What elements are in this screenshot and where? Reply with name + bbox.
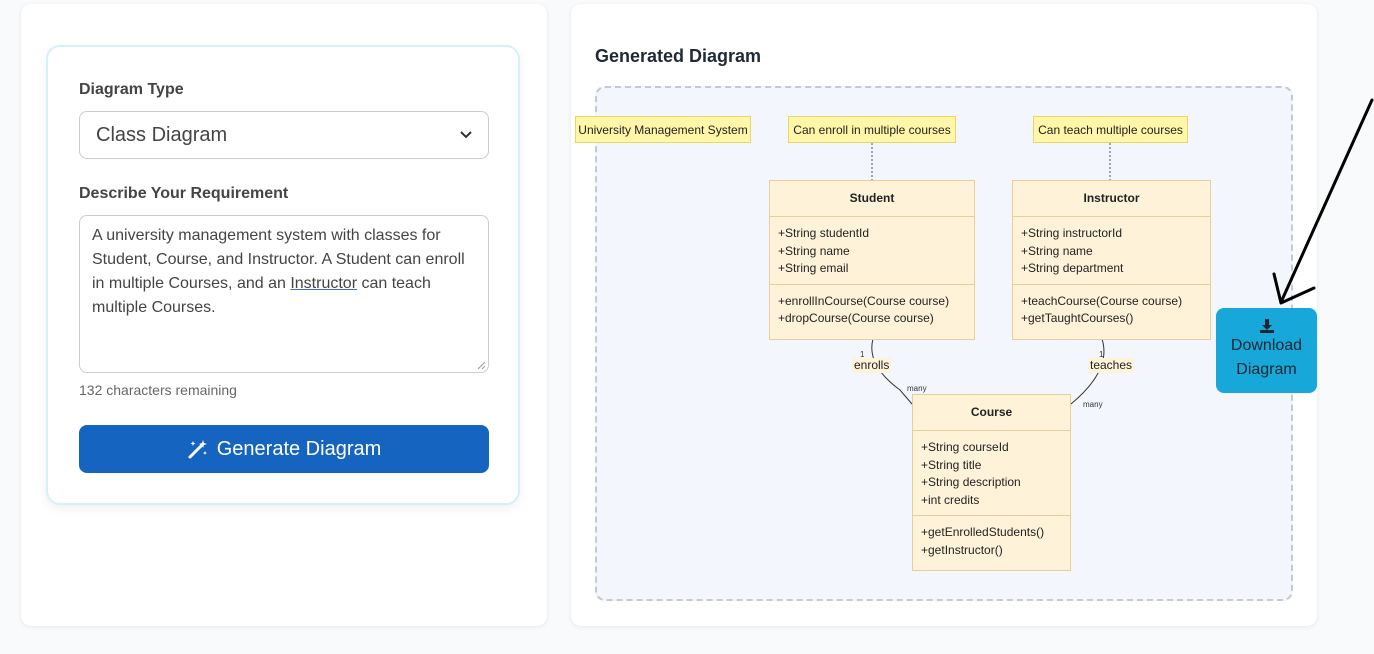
class-instructor: Instructor +String instructorId +String … (1012, 180, 1211, 340)
class-course: Course +String courseId +String title +S… (912, 394, 1071, 571)
relation-teaches-label: teaches (1088, 358, 1135, 373)
class-attributes: +String instructorId +String name +Strin… (1013, 217, 1210, 285)
magic-wand-icon (188, 440, 207, 459)
operation: +enrollInCourse(Course course) (778, 293, 950, 308)
operation: +dropCourse(Course course) (778, 311, 934, 325)
operation: +getEnrolledStudents() (921, 525, 1045, 539)
operation: +getTaughtCourses() (1021, 311, 1134, 325)
operation: +getInstructor() (921, 542, 1003, 557)
class-operations: +getEnrolledStudents() +getInstructor() (913, 516, 1070, 567)
diagram-type-select[interactable]: Class Diagram (79, 111, 489, 159)
generate-diagram-button[interactable]: Generate Diagram (79, 425, 489, 473)
class-student: Student +String studentId +String name +… (769, 180, 975, 340)
relation-teaches-from-mult: 1 (1099, 350, 1104, 359)
attribute: +String email (778, 261, 849, 275)
attribute: +String name (1021, 243, 1093, 258)
class-attributes: +String courseId +String title +String d… (913, 431, 1070, 516)
characters-remaining: 132 characters remaining (79, 382, 237, 398)
diagram-type-label: Diagram Type (79, 81, 184, 98)
download-icon (1259, 319, 1274, 333)
relation-teaches-to-mult: many (1083, 400, 1103, 409)
note-system: University Management System (575, 116, 751, 143)
class-name: Instructor (1013, 181, 1210, 217)
diagram-title: Generated Diagram (595, 46, 762, 66)
note-student: Can enroll in multiple courses (788, 116, 956, 143)
attribute: +String studentId (778, 226, 870, 240)
generate-diagram-label: Generate Diagram (216, 437, 382, 460)
attribute: +String courseId (921, 440, 1009, 454)
attribute: +int credits (921, 492, 980, 507)
requirement-textarea[interactable]: A university management system with clas… (79, 215, 489, 373)
requirement-text: A university management system with clas… (92, 227, 465, 316)
attribute: +String instructorId (1021, 226, 1123, 240)
attribute: +String department (1021, 261, 1124, 275)
class-operations: +enrollInCourse(Course course) +dropCour… (770, 285, 974, 336)
note-instructor: Can teach multiple courses (1033, 116, 1188, 143)
attribute: +String name (778, 243, 850, 258)
attribute: +String description (921, 475, 1021, 489)
class-name: Course (913, 395, 1070, 431)
class-operations: +teachCourse(Course course) +getTaughtCo… (1013, 285, 1210, 336)
relation-enrolls-label: enrolls (852, 358, 892, 373)
resize-grip-icon[interactable] (476, 360, 486, 370)
class-name: Student (770, 181, 974, 217)
attribute: +String title (921, 457, 982, 472)
class-attributes: +String studentId +String name +String e… (770, 217, 974, 285)
operation: +teachCourse(Course course) (1021, 293, 1183, 308)
download-diagram-label: Download Diagram (1230, 337, 1303, 378)
chevron-down-icon (460, 131, 472, 139)
relation-enrolls-from-mult: 1 (860, 350, 865, 359)
diagram-type-value: Class Diagram (96, 124, 228, 146)
requirement-label: Describe Your Requirement (79, 185, 289, 202)
relation-enrolls-to-mult: many (907, 384, 927, 393)
download-diagram-button[interactable]: Download Diagram (1216, 308, 1317, 393)
spellcheck-underlined-word: Instructor (290, 275, 358, 292)
